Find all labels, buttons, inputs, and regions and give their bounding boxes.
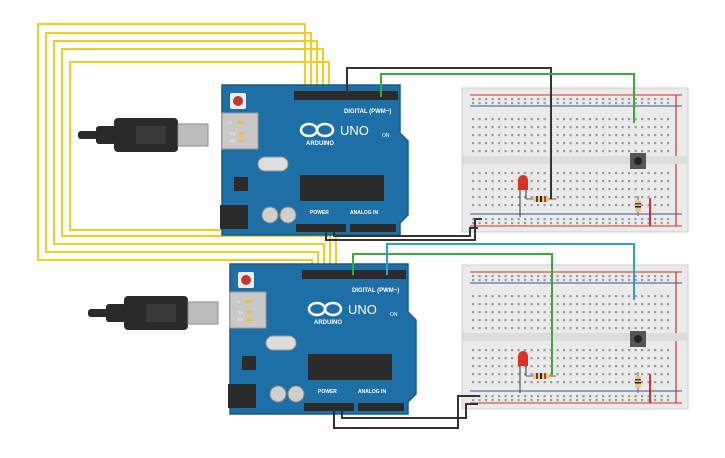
yellow-wire-2[interactable]: [45, 32, 319, 275]
wire-black-bottom-5v[interactable]: [341, 403, 478, 419]
power-header: [296, 224, 346, 232]
infinity-logo-icon: [299, 122, 335, 138]
analog-header: [350, 224, 396, 232]
arduino-board-top[interactable]: DIGITAL (PWM~) UNO ARDUINO ON L TX RX PO…: [220, 84, 409, 236]
resistor-bottom-1[interactable]: [526, 373, 556, 379]
usb-cable-icon: [88, 309, 108, 317]
yellow-wires: [37, 23, 337, 275]
usb-cable-icon: [78, 131, 98, 139]
wire-black-bottom-gnd[interactable]: [333, 395, 480, 429]
wire-black-top-gnd[interactable]: [325, 218, 482, 241]
tx-label: TX: [238, 310, 243, 315]
wire-green-bottom-digital[interactable]: [352, 253, 553, 375]
pushbutton-top[interactable]: [630, 153, 646, 169]
analog-label: ANALOG IN: [350, 210, 378, 216]
microcontroller-chip: [300, 175, 384, 201]
yellow-wire-4[interactable]: [61, 48, 331, 275]
breadboard-top[interactable]: [461, 87, 689, 233]
rx-label: RX: [238, 317, 244, 322]
led-icon: [518, 351, 528, 366]
on-label: ON: [390, 312, 398, 318]
rx-label: RX: [230, 138, 236, 143]
digital-label: DIGITAL (PWM~): [344, 109, 391, 115]
on-label: ON: [382, 133, 390, 139]
breadboard-bottom[interactable]: [461, 264, 689, 410]
logo-label: ARDUINO: [306, 141, 334, 147]
tx-label: TX: [230, 131, 235, 136]
reset-button[interactable]: [241, 275, 251, 285]
l-label: L: [230, 120, 233, 125]
led-bottom[interactable]: [518, 351, 528, 393]
power-label: POWER: [310, 210, 329, 216]
resistor-bottom-2[interactable]: [635, 372, 641, 393]
wire-blue-bottom-digital[interactable]: [386, 243, 635, 300]
power-header: [304, 403, 354, 411]
power-label: POWER: [318, 389, 337, 395]
wires-bottom: [333, 243, 635, 429]
wire-black-top-5v[interactable]: [333, 227, 478, 237]
model-label: UNO: [348, 302, 377, 317]
digital-label: DIGITAL (PWM~): [352, 288, 399, 294]
led-icon: [518, 175, 528, 190]
arduino-board-bottom[interactable]: DIGITAL (PWM~) UNO ARDUINO ON L TX RX PO…: [228, 263, 417, 415]
resistor-top-2[interactable]: [635, 196, 641, 216]
yellow-wire-5[interactable]: [69, 61, 337, 275]
analog-header: [358, 403, 404, 411]
l-label: L: [238, 299, 241, 304]
reset-button[interactable]: [233, 96, 243, 106]
usb-cable-bottom: [88, 296, 219, 330]
yellow-wire-1[interactable]: [37, 23, 313, 275]
wire-green-top-digital[interactable]: [380, 73, 635, 123]
resistor-top-1[interactable]: [526, 196, 556, 202]
led-top[interactable]: [518, 175, 528, 217]
usb-cable-top: [78, 118, 209, 152]
model-label: UNO: [340, 123, 369, 138]
logo-label: ARDUINO: [314, 320, 342, 326]
microcontroller-chip: [308, 354, 392, 380]
pushbutton-bottom[interactable]: [630, 331, 646, 347]
analog-label: ANALOG IN: [358, 389, 386, 395]
wires-top: [325, 67, 635, 241]
yellow-wire-3[interactable]: [53, 40, 325, 275]
wire-black-top-digital[interactable]: [346, 67, 552, 199]
infinity-logo-icon: [307, 301, 343, 317]
